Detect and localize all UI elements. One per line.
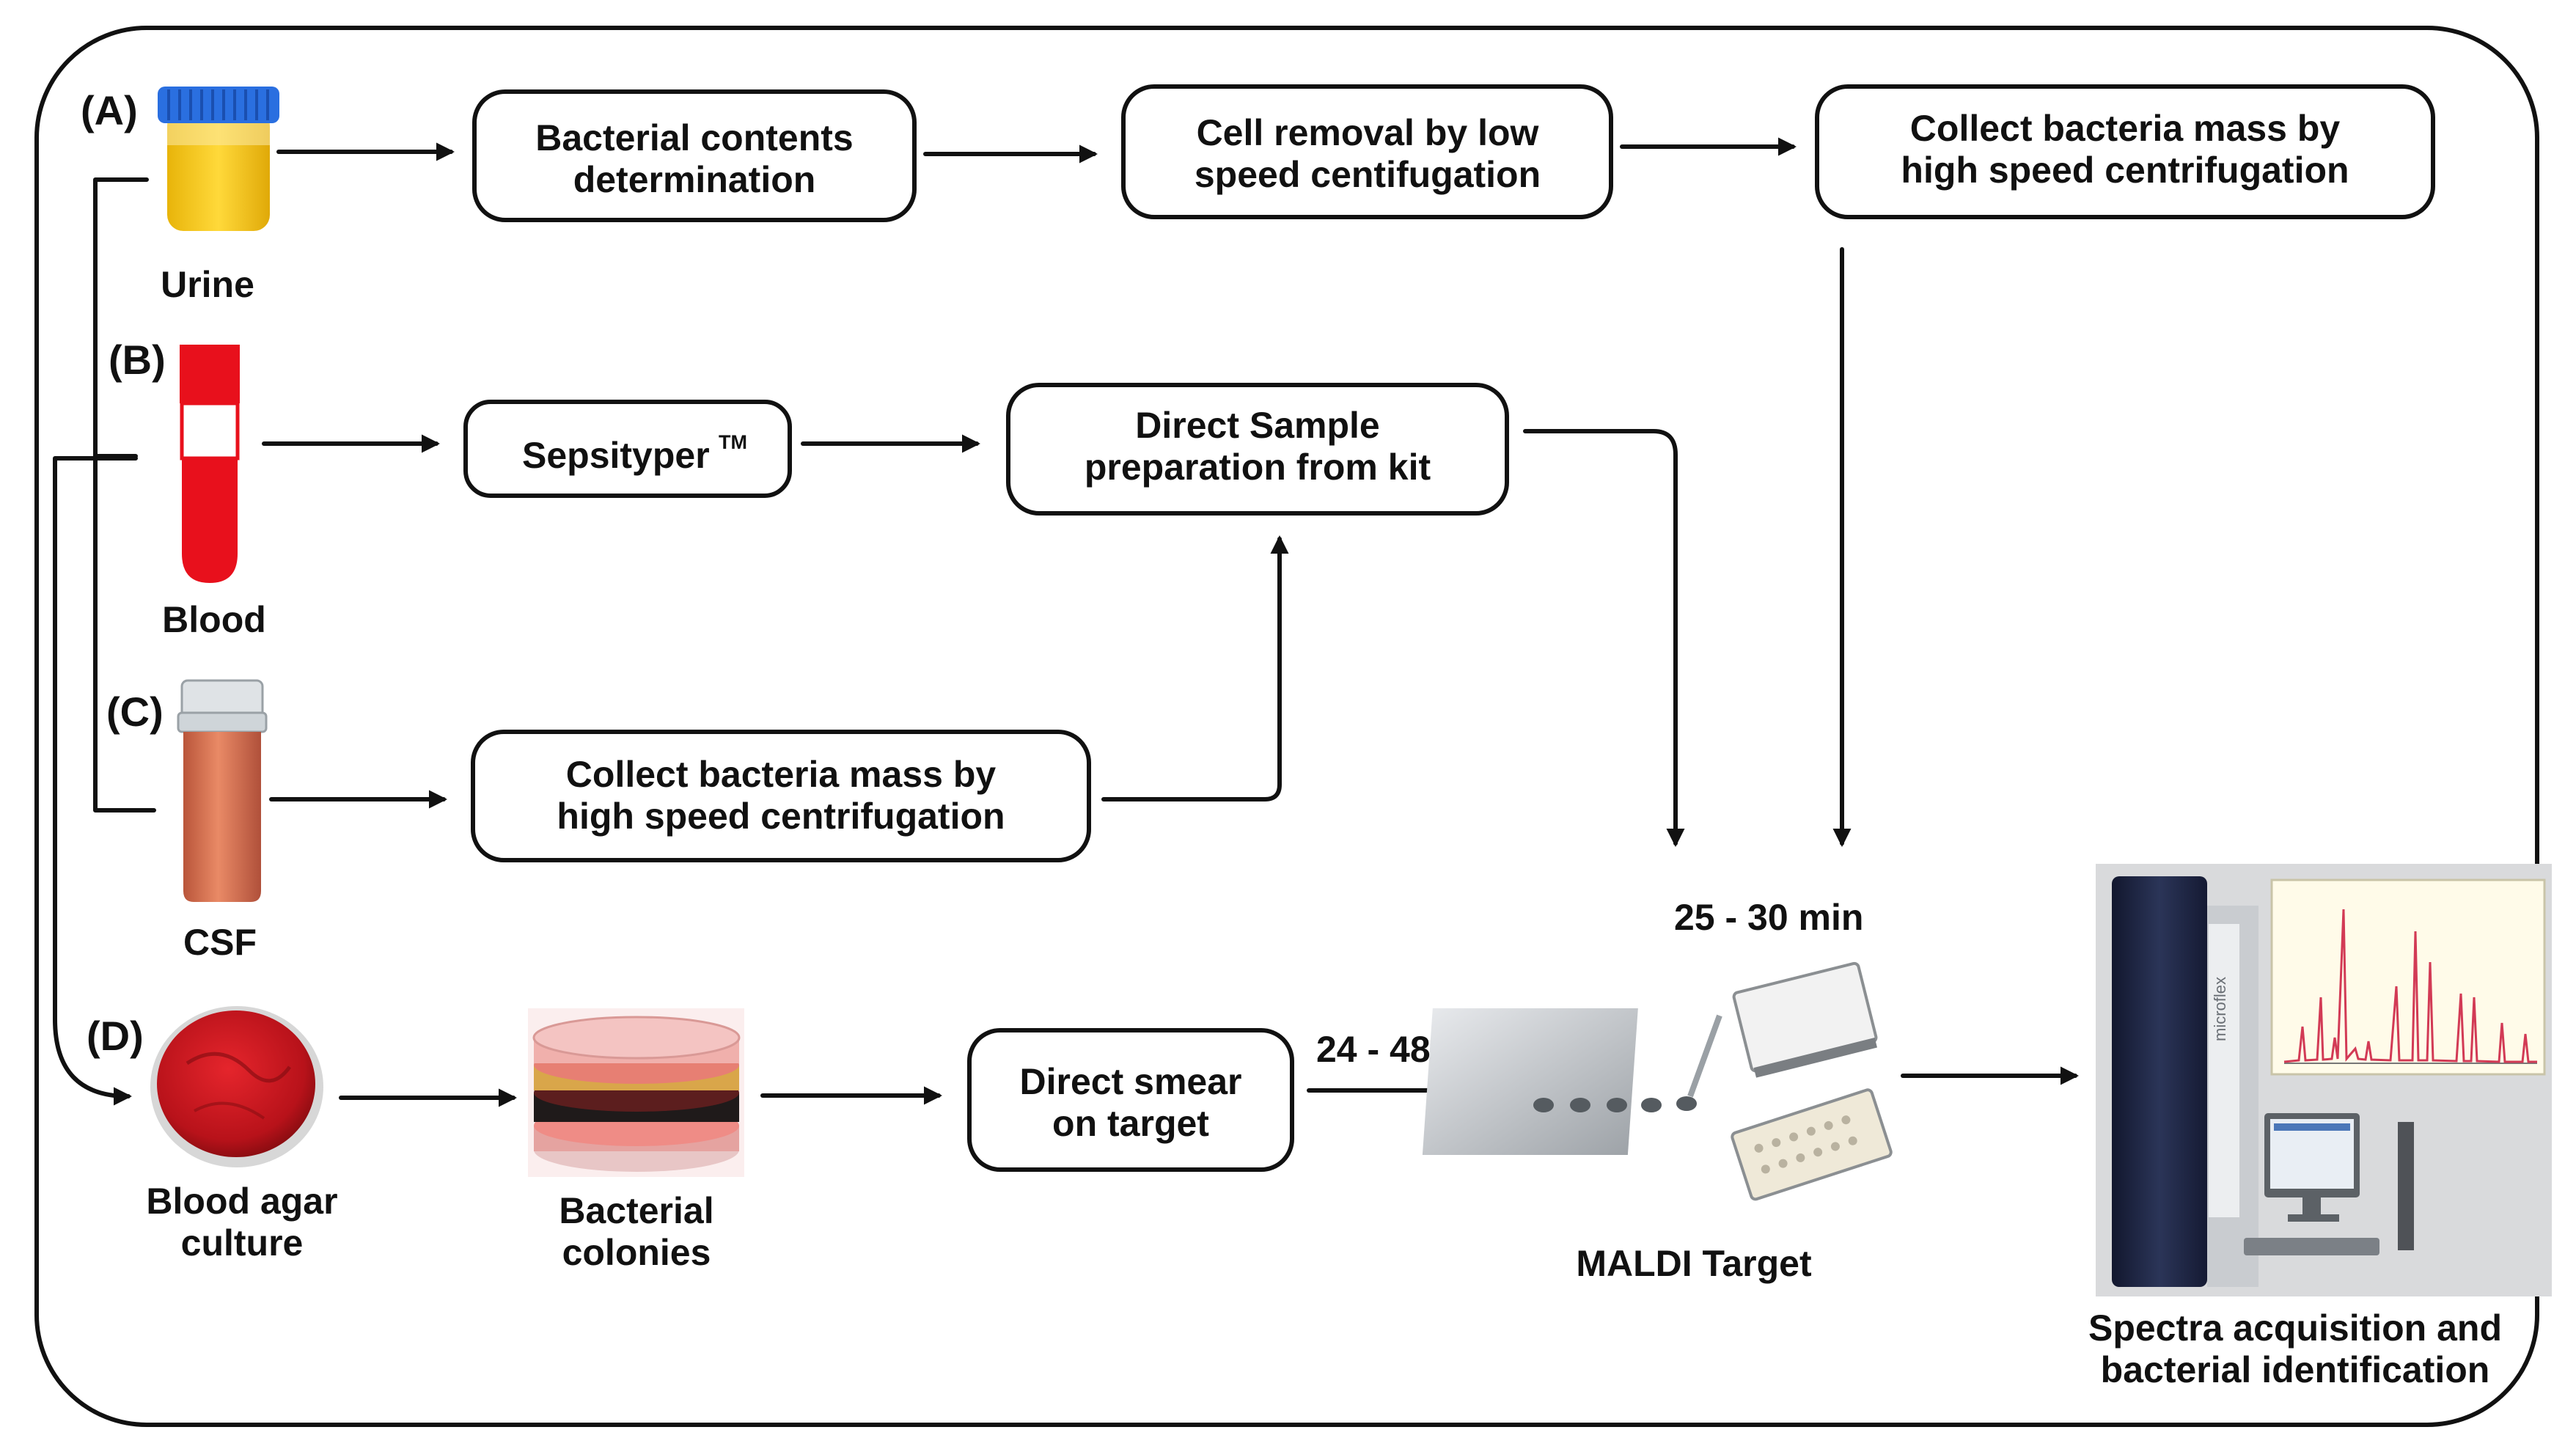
process-box-sepsityper: Sepsityper TM [463, 400, 792, 498]
trademark-mark: TM [719, 431, 747, 453]
time-label-short: 25 - 30 min [1674, 897, 1863, 938]
process-box-collect-high-csf: Collect bacteria mass by high speed cent… [471, 730, 1091, 862]
instrument-brand: microflex [2211, 977, 2229, 1041]
process-box-collect-high-top: Collect bacteria mass by high speed cent… [1815, 84, 2435, 219]
box-line: speed centifugation [1195, 154, 1541, 195]
sample-label-colonies: Bacterial [559, 1190, 713, 1231]
box-line: Collect bacteria mass by [1910, 108, 2341, 149]
maldi-target-icon [1422, 961, 1893, 1201]
arrow-collect-to-directsample [1101, 535, 1289, 801]
mass-spectrometer-icon: microflex [2096, 864, 2552, 1296]
process-box-bacterial-contents: Bacterial contents determination [472, 89, 917, 222]
box-line: on target [1052, 1103, 1209, 1144]
box-line: high speed centrifugation [1901, 150, 2349, 191]
outer-frame [34, 26, 2539, 1427]
connectors [53, 137, 2080, 1107]
sample-label-csf: CSF [183, 922, 257, 963]
box-line: Direct Sample [1135, 405, 1379, 446]
sample-label-agar: Blood agar [146, 1181, 337, 1222]
process-box-cell-removal: Cell removal by low speed centifugation [1121, 84, 1613, 219]
box-line: Sepsityper [522, 435, 710, 476]
box-line: preparation from kit [1085, 447, 1431, 488]
sample-label-colonies: colonies [562, 1232, 711, 1273]
blood-tube-icon [180, 345, 240, 583]
section-label-c: (C) [106, 689, 164, 735]
box-line: determination [573, 159, 816, 200]
agar-plate-icon [150, 1006, 323, 1167]
spectra-label: Spectra acquisition and [2088, 1307, 2502, 1349]
box-line: Collect bacteria mass by [566, 754, 997, 795]
process-box-direct-smear: Direct smear on target [967, 1028, 1294, 1172]
box-line: high speed centrifugation [557, 796, 1005, 837]
box-line: Direct smear [1020, 1061, 1242, 1102]
blood-agar-link [53, 456, 138, 1106]
csf-tube-icon [177, 679, 268, 902]
process-box-direct-sample: Direct Sample preparation from kit [1006, 383, 1509, 516]
spectra-label: bacterial identification [2101, 1349, 2490, 1390]
petri-stack-icon [528, 1008, 744, 1177]
sample-bracket [93, 177, 156, 812]
sample-label-agar: culture [181, 1222, 304, 1263]
section-label-d: (D) [87, 1013, 144, 1059]
box-line: Bacterial contents [535, 117, 853, 158]
box-line: Cell removal by low [1197, 112, 1539, 153]
sample-label-urine: Urine [161, 264, 254, 305]
section-label-b: (B) [109, 337, 166, 383]
urine-cup-icon [158, 87, 279, 231]
arrow-directsample-to-target [1523, 429, 1685, 848]
sample-label-blood: Blood [162, 599, 266, 640]
section-label-a: (A) [81, 87, 138, 133]
maldi-target-label: MALDI Target [1576, 1243, 1812, 1284]
